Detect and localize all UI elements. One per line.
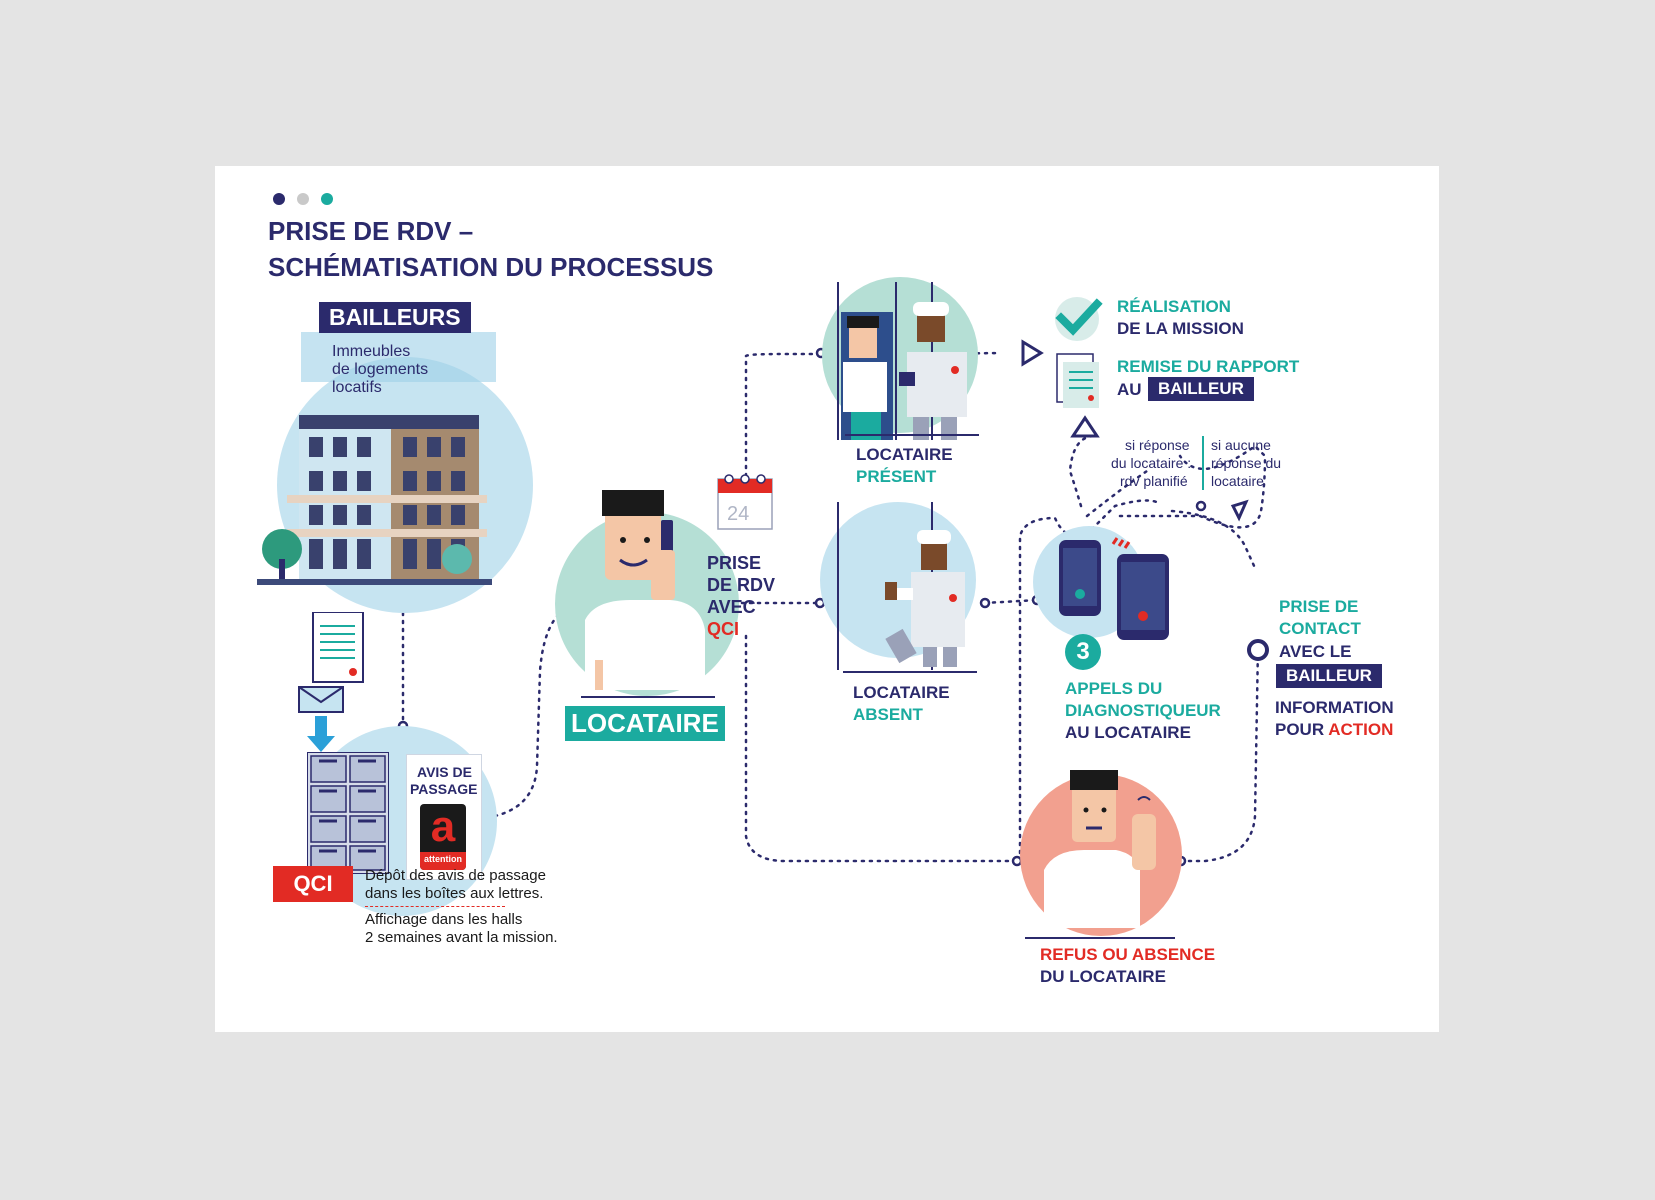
appels-number: 3	[1076, 638, 1090, 665]
qci-tag: QCI	[273, 866, 353, 902]
refus-line1: REFUS OU ABSENCE	[1040, 945, 1216, 964]
reponse-right-2: réponse du	[1211, 455, 1282, 471]
contact-line4: INFORMATION	[1275, 698, 1394, 717]
contact-line3: AVEC LE	[1279, 642, 1352, 661]
qci-text-3: Affichage dans les halls	[365, 911, 523, 928]
contact-action: ACTION	[1328, 720, 1394, 739]
attention-logo-word: attention	[424, 854, 462, 864]
reponse-left-1: si réponse	[1125, 437, 1190, 453]
page-title-line1: PRISE DE RDV –	[268, 216, 474, 246]
present-illustration	[837, 282, 967, 440]
qci-text-4: 2 semaines avant la mission.	[365, 929, 558, 946]
prise-rdv-4: QCI	[707, 619, 740, 639]
prise-rdv-3: AVEC	[707, 597, 756, 617]
reponse-right-3: locataire	[1211, 473, 1264, 489]
bailleurs-caption-3: locatifs	[332, 379, 382, 396]
attention-logo: a attention	[420, 804, 466, 870]
building-illustration	[257, 415, 492, 585]
calendar-day: 24	[727, 503, 750, 525]
calendar-icon	[717, 474, 773, 530]
appels-number-badge	[1065, 634, 1101, 670]
contact-line5: POUR ACTION	[1275, 720, 1393, 740]
dot-teal	[321, 193, 333, 205]
mailboxes-icon	[307, 752, 389, 874]
absent-underline	[843, 671, 977, 673]
arrow-right	[1021, 339, 1044, 367]
realisation-line1: RÉALISATION	[1117, 297, 1231, 316]
dot-navy	[273, 193, 285, 205]
contact-pour: POUR	[1275, 720, 1329, 739]
refus-line2: DU LOCATAIRE	[1040, 967, 1166, 986]
report-document-icon	[1056, 353, 1099, 408]
reponse-divider	[1202, 436, 1204, 490]
qci-divider	[365, 906, 505, 907]
avis-line1: AVIS DE	[417, 764, 472, 780]
reponse-right-1: si aucune	[1211, 437, 1271, 453]
present-line1: LOCATAIRE	[856, 445, 953, 464]
appels-line2: DIAGNOSTIQUEUR	[1065, 701, 1221, 720]
absent-line1: LOCATAIRE	[853, 683, 950, 702]
avis-line2: PASSAGE	[410, 781, 478, 797]
remise-line2: AU	[1117, 380, 1142, 399]
contact-bailleur-tag: BAILLEUR	[1276, 664, 1382, 688]
reponse-left-2: du locataire :	[1111, 455, 1192, 471]
absent-line2: ABSENT	[853, 705, 923, 724]
qci-text-1: Dépôt des avis de passage	[365, 867, 546, 884]
prise-rdv-2: DE RDV	[707, 575, 776, 595]
contact-line2: CONTACT	[1279, 619, 1361, 638]
qci-text-2: dans les boîtes aux lettres.	[365, 885, 544, 902]
reponse-left-3: rdv planifié	[1120, 473, 1188, 489]
appels-line3: AU LOCATAIRE	[1065, 723, 1191, 742]
letter-envelope-icon	[298, 612, 364, 752]
bailleurs-tag: BAILLEURS	[319, 302, 471, 333]
contact-line1: PRISE DE	[1279, 597, 1359, 616]
absent-illustration	[837, 502, 965, 670]
tenant-phone-illustration	[585, 490, 705, 690]
bailleurs-caption-2: de logements	[332, 361, 429, 378]
dot-grey	[297, 193, 309, 205]
sky-block	[301, 332, 496, 382]
remise-bailleur-tag: BAILLEUR	[1148, 377, 1254, 401]
locataire-tag: LOCATAIRE	[565, 706, 725, 741]
refus-underline	[1025, 937, 1175, 939]
diagram-card: PRISE DE RDV – SCHÉMATISATION DU PROCESS…	[215, 166, 1439, 1032]
attention-logo-letter: a	[430, 804, 456, 851]
bailleurs-caption-1: Immeubles	[332, 343, 411, 360]
phones-icon	[1059, 537, 1169, 640]
realisation-line2: DE LA MISSION	[1117, 319, 1244, 338]
locataire-underline	[581, 696, 715, 698]
check-icon	[1055, 298, 1103, 336]
prise-rdv-1: PRISE	[707, 553, 762, 573]
remise-line1: REMISE DU RAPPORT	[1117, 357, 1300, 376]
present-line2: PRÉSENT	[856, 467, 937, 486]
appels-line1: APPELS DU	[1065, 679, 1163, 698]
refus-illustration	[1044, 770, 1156, 928]
present-underline	[845, 434, 979, 436]
page-title-line2: SCHÉMATISATION DU PROCESSUS	[268, 252, 714, 282]
